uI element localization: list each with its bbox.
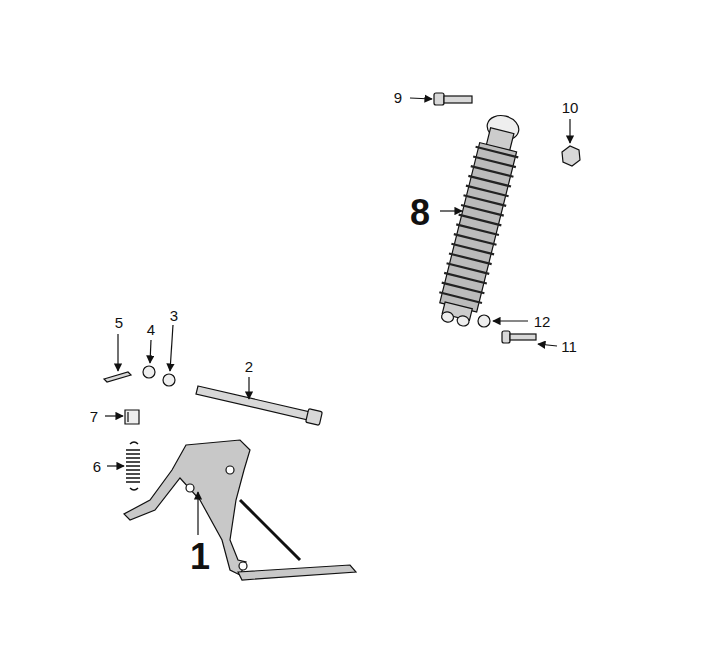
leader xyxy=(410,98,432,99)
callout-number: 8 xyxy=(410,195,430,231)
nut-3 xyxy=(163,374,175,386)
callout-number: 9 xyxy=(394,90,402,105)
callout-number: 6 xyxy=(93,459,101,474)
leader xyxy=(105,415,123,416)
leader xyxy=(493,320,528,321)
callout-number: 5 xyxy=(115,315,123,330)
clip-7 xyxy=(125,410,139,424)
callout-number: 11 xyxy=(561,339,577,354)
callout-number: 12 xyxy=(534,314,551,329)
bolt-11 xyxy=(502,331,536,343)
bolt-9 xyxy=(434,93,472,105)
shock-absorber xyxy=(433,111,527,329)
spring-6 xyxy=(126,442,140,490)
callout-number: 1 xyxy=(190,539,210,575)
cotter-pin-5 xyxy=(104,372,131,382)
callout-number: 7 xyxy=(90,409,98,424)
leader xyxy=(117,334,118,371)
leader xyxy=(538,344,557,346)
washer-4 xyxy=(143,366,155,378)
leader xyxy=(170,325,173,371)
callout-number: 4 xyxy=(147,322,155,337)
callout-number: 10 xyxy=(562,100,579,115)
callout-number: 2 xyxy=(245,359,253,374)
callout-number: 3 xyxy=(170,308,178,323)
leader xyxy=(197,492,198,535)
center-stand xyxy=(124,440,356,580)
leader xyxy=(569,119,570,143)
leader xyxy=(107,465,124,466)
washer-12 xyxy=(478,315,490,327)
leader xyxy=(248,377,249,399)
leader xyxy=(150,340,151,363)
leader xyxy=(440,210,462,211)
nut-10 xyxy=(562,146,580,166)
axle-bolt-2 xyxy=(196,386,322,425)
